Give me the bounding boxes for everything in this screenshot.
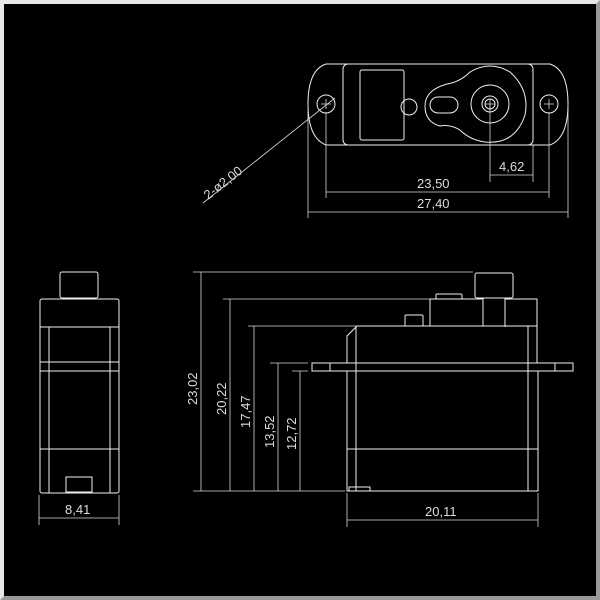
dim-overall-length: 27,40 — [417, 196, 450, 211]
dim-width: 8,41 — [65, 502, 90, 517]
hole-callout: 2-ø2,00 — [201, 163, 246, 202]
dim-flange-bottom-height: 12,72 — [284, 417, 299, 450]
side-output-horn — [474, 272, 514, 299]
gear-housing-outline — [424, 65, 527, 143]
dim-hole-spacing: 23,50 — [417, 176, 450, 191]
output-horn — [59, 271, 99, 299]
front-view: 8,41 — [38, 271, 120, 525]
label-window — [359, 69, 405, 141]
bottom-tab — [348, 486, 371, 492]
dim-total-height: 23,02 — [185, 372, 200, 405]
slot — [429, 96, 459, 114]
dim-body-length: 20,11 — [425, 504, 457, 519]
side-view: 20,11 23,02 20,22 17,47 13,52 12,72 — [185, 271, 574, 527]
dim-output-offset: 4,62 — [499, 159, 524, 174]
top-view: 4,62 23,50 27,40 2-ø2,00 — [201, 63, 569, 218]
round-boss — [400, 98, 418, 116]
front-body — [39, 298, 120, 494]
side-flange — [311, 362, 574, 372]
gear-bump — [435, 293, 463, 300]
small-bump — [404, 314, 424, 327]
dim-flange-top-height: 13,52 — [262, 415, 277, 448]
dim-case-top-height: 20,22 — [214, 382, 229, 415]
dim-body-height: 17,47 — [238, 395, 253, 428]
case-outline — [342, 63, 534, 146]
mounting-flange-outline — [307, 63, 569, 146]
connector — [65, 476, 93, 493]
